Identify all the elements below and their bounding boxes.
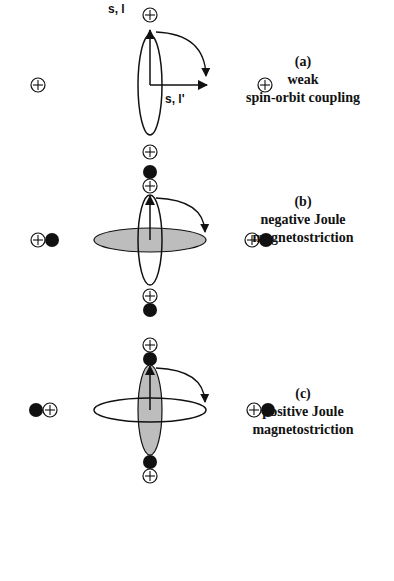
panel-letter: (b) bbox=[294, 194, 311, 209]
panel-title: positive Joule bbox=[262, 404, 343, 419]
panel-b-figure bbox=[31, 165, 273, 317]
vector-label: s, l bbox=[108, 3, 125, 16]
panel-a-figure bbox=[31, 8, 272, 159]
panel-letter: (c) bbox=[295, 386, 311, 401]
panel-title: negative Joule bbox=[260, 212, 345, 227]
panel-title: weak bbox=[287, 72, 318, 87]
panel-title: magnetostriction bbox=[252, 422, 353, 437]
panel-title: magnetostriction bbox=[252, 230, 353, 245]
panel-letter: (a) bbox=[295, 54, 311, 69]
vector-label: s, l' bbox=[165, 93, 185, 106]
panel-title: spin-orbit coupling bbox=[246, 90, 360, 105]
panel-c-figure bbox=[29, 338, 275, 483]
